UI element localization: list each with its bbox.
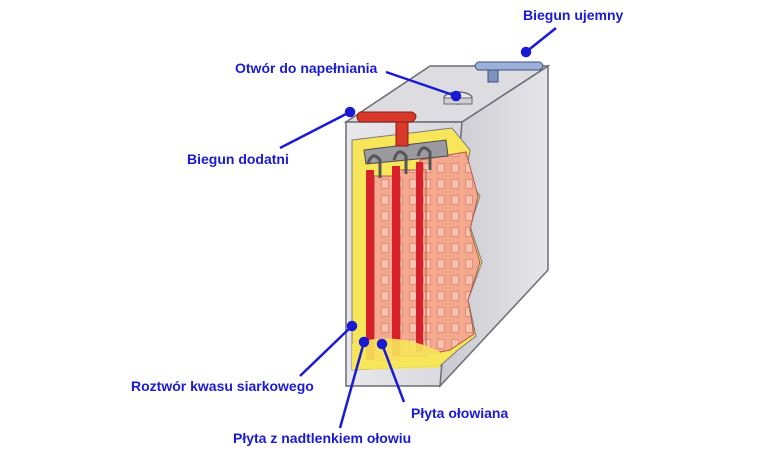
negative-terminal-cap [474, 61, 544, 71]
red-plate-1 [366, 170, 374, 360]
leader-dot-filler [450, 90, 462, 102]
leader-dot-acid [346, 320, 358, 332]
label-lead-dioxide-plate: Płyta z nadtlenkiem ołowiu [233, 430, 412, 446]
leader-dot-negative [520, 46, 532, 58]
leader-positive-terminal [279, 110, 351, 150]
top-strap-2 [392, 150, 408, 174]
leader-negative-terminal [525, 27, 557, 53]
red-plate-2 [392, 166, 400, 356]
positive-terminal-cap [356, 111, 417, 123]
label-positive-terminal: Biegun dodatni [187, 151, 289, 167]
top-bus-bar [363, 139, 449, 165]
electrolyte-pool [352, 338, 440, 370]
label-lead-plate: Płyta ołowiana [411, 405, 509, 421]
label-filler-hole: Otwór do napełniania [235, 60, 378, 76]
positive-terminal-post [395, 121, 409, 147]
top-strap-1 [366, 154, 382, 178]
leader-dot-lead [376, 338, 388, 350]
leader-filler-hole [385, 70, 457, 98]
leader-dot-positive [344, 106, 356, 118]
label-negative-terminal: Biegun ujemny [523, 7, 624, 23]
leader-lead-plate [380, 343, 406, 403]
leader-acid-solution [299, 325, 353, 377]
top-strap-3 [416, 146, 432, 170]
leader-dot-dioxide [358, 336, 370, 348]
grid-plate-back [419, 151, 481, 357]
label-acid-solution: Roztwór kwasu siarkowego [131, 378, 314, 394]
leader-lead-dioxide-plate [338, 341, 366, 429]
red-plate-3 [416, 162, 423, 352]
